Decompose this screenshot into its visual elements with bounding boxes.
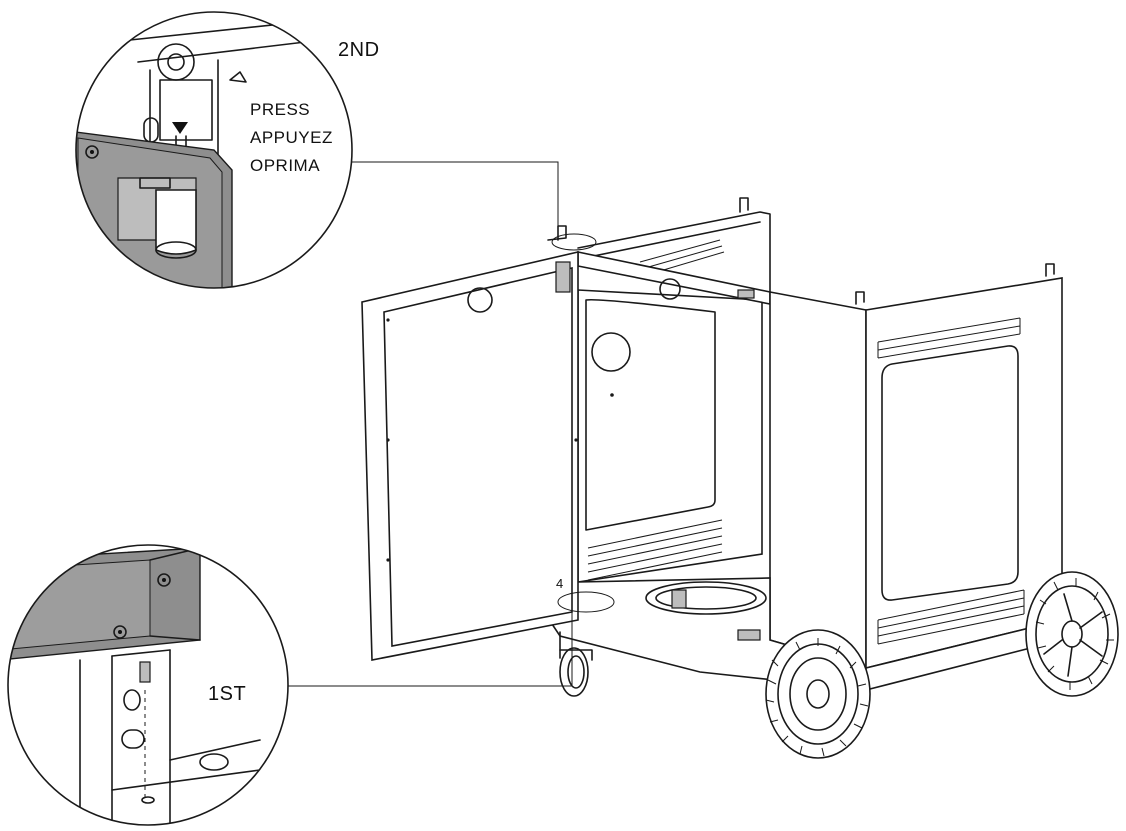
hinge-number: 4: [556, 576, 564, 591]
leader-lines: [282, 161, 573, 687]
side-panel-bottom-vents: [877, 589, 1025, 645]
step-2nd-label: 2ND: [338, 39, 380, 61]
caster-wheel: [559, 631, 593, 697]
inner-panel-vents: [587, 519, 723, 581]
press-spanish-label: OPRIMA: [250, 156, 320, 175]
press-french-label: APPUYEZ: [250, 128, 333, 147]
front-wheel: [765, 629, 871, 759]
side-panel-top-vents: [877, 317, 1021, 359]
press-english-label: PRESS: [250, 100, 310, 119]
open-door: [361, 250, 579, 661]
step-1st-label: 1ST: [208, 683, 246, 705]
back-wheel: [1025, 571, 1119, 697]
grill-cart: 4: [361, 197, 1119, 759]
